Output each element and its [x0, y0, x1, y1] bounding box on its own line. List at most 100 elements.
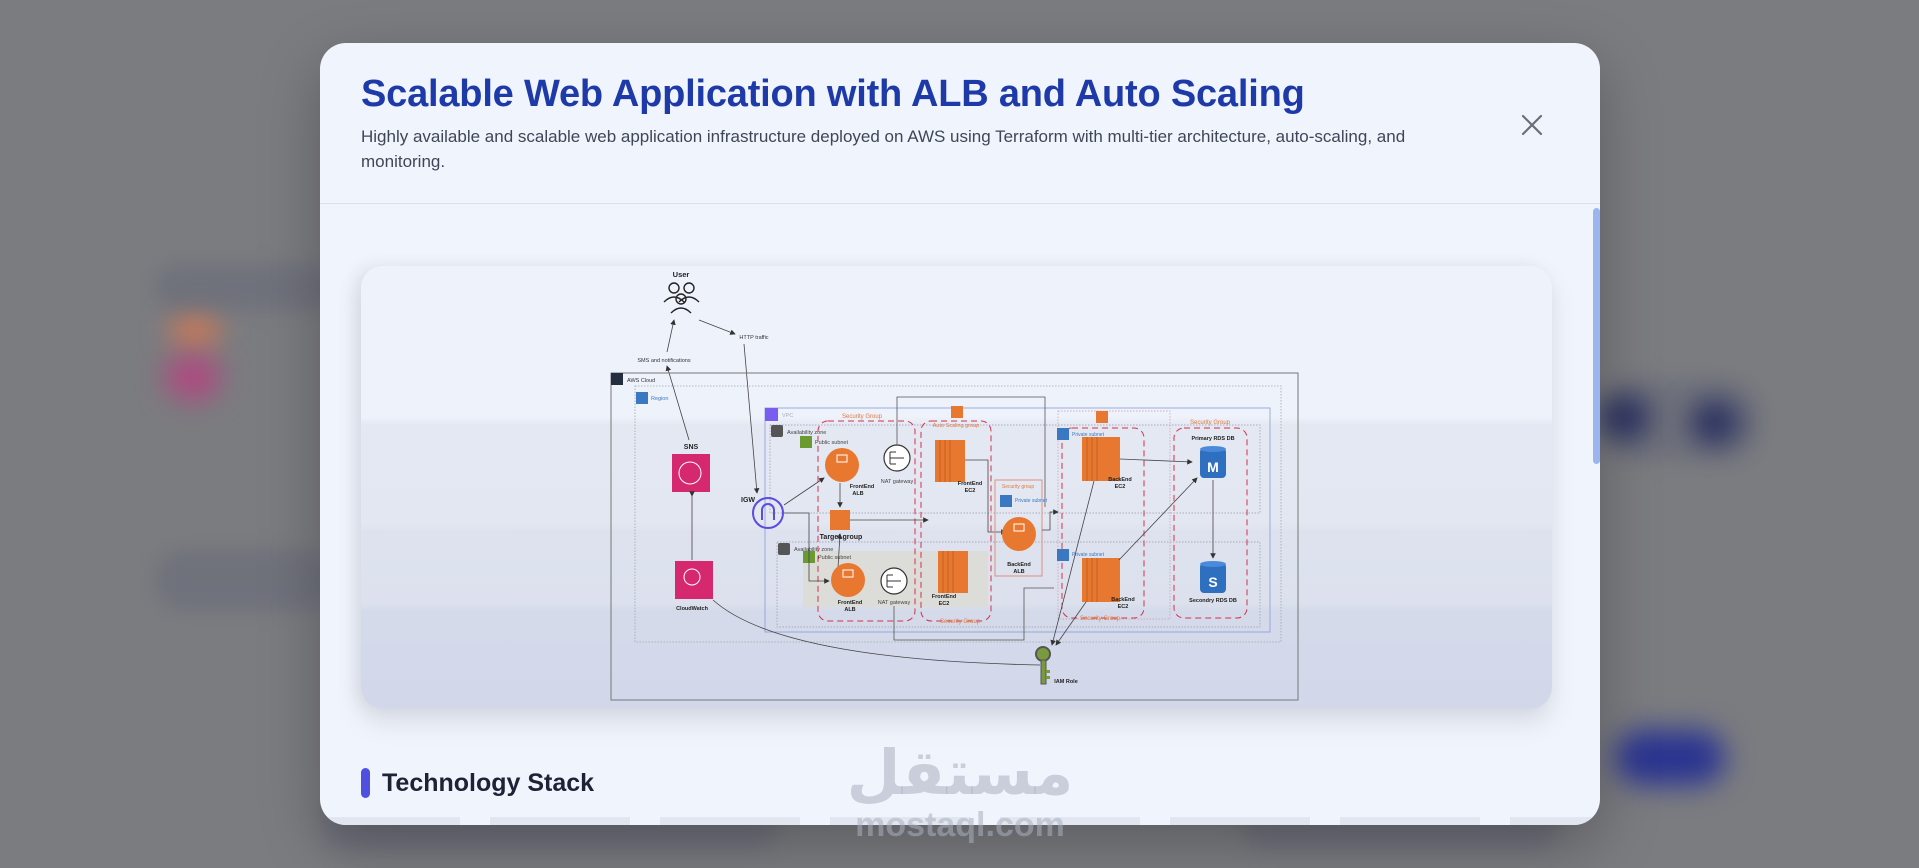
backend-ec2-2-sublabel: EC2: [1118, 604, 1129, 610]
project-modal: Scalable Web Application with ALB and Au…: [320, 43, 1600, 825]
http-traffic-label: HTTP traffic: [739, 335, 768, 341]
connector: [783, 477, 825, 506]
region-label: Region: [651, 396, 668, 402]
public-subnet-icon: [800, 436, 812, 448]
security-group-label: Security Group: [1080, 616, 1121, 622]
connector: [712, 599, 1041, 666]
availability-zone-2-label: Availability zone: [794, 547, 833, 553]
connector: [893, 587, 1054, 641]
modal-header: Scalable Web Application with ALB and Au…: [320, 43, 1600, 204]
frontend-ec2-2-icon: [938, 551, 968, 593]
scrollbar-thumb[interactable]: [1593, 208, 1600, 464]
primary-rds-icon: [1200, 446, 1226, 478]
connector: [743, 343, 760, 494]
secondary-rds-letter: S: [1208, 574, 1217, 590]
frontend-alb-2-label: FrontEnd: [838, 600, 862, 606]
availability-zone-icon: [771, 425, 783, 437]
frontend-ec2-1-sublabel: EC2: [965, 488, 976, 494]
frontend-ec2-1-label: FrontEnd: [958, 481, 982, 487]
modal-title: Scalable Web Application with ALB and Au…: [361, 73, 1305, 115]
sns-label: SNS: [684, 444, 699, 451]
cloudwatch-icon: [675, 561, 713, 599]
frontend-alb-2-icon: [831, 563, 865, 597]
connector: [965, 459, 1007, 535]
secondary-rds-icon: [1200, 561, 1226, 593]
connector: [666, 319, 676, 353]
modal-body[interactable]: User HTTP traffic SMS and notifications: [320, 204, 1600, 825]
vpc-boundary: [764, 407, 1271, 633]
primary-rds-label: Primary RDS DB: [1191, 436, 1234, 442]
auto-scaling-group-backend: [1057, 410, 1171, 620]
connector: [1042, 509, 1059, 531]
security-group-label: Security Group: [842, 414, 883, 420]
frontend-alb-2-sublabel: ALB: [844, 607, 855, 613]
architecture-diagram: User HTTP traffic SMS and notifications: [610, 270, 1299, 701]
nat-gateway-2-label: NAT gateway: [878, 600, 911, 606]
technology-stack-title: Technology Stack: [382, 768, 595, 797]
region-icon: [636, 392, 648, 404]
private-subnet-icon: [1057, 428, 1069, 440]
backend-ec2-1-label: BackEnd: [1108, 477, 1132, 483]
architecture-diagram-card[interactable]: User HTTP traffic SMS and notifications: [361, 266, 1552, 709]
backend-alb-sublabel: ALB: [1013, 569, 1024, 575]
bg-blur-shape: [1600, 395, 1650, 440]
security-group-lower-label: Security group: [1002, 484, 1034, 490]
connector: [665, 365, 690, 441]
backend-ec2-2-icon: [1082, 558, 1120, 602]
aws-cloud-icon: [611, 373, 623, 385]
public-subnet-1-label: Public subnet: [815, 440, 848, 446]
private-subnet-alb-label: Private subnet: [1015, 498, 1048, 504]
private-subnet-2-label: Private subnet: [1072, 552, 1105, 558]
vpc-label: VPC: [782, 413, 793, 419]
frontend-ec2-2-label: FrontEnd: [932, 594, 956, 600]
availability-zone-1-label: Availability zone: [787, 430, 826, 436]
security-group-label: Security Group: [940, 619, 981, 625]
frontend-ec2-2-sublabel: EC2: [939, 601, 950, 607]
bg-blur-shape: [1690, 400, 1740, 445]
security-group-frontend-alb: [817, 420, 916, 622]
availability-zone-icon: [778, 543, 790, 555]
igw-icon: [752, 497, 784, 529]
cloudwatch-label: CloudWatch: [676, 606, 709, 612]
connector: [1055, 601, 1087, 646]
target-group-label: Target group: [820, 534, 863, 541]
auto-scaling-group-label: Auto Scaling group: [933, 423, 979, 429]
tech-stack-tags-peek: [320, 817, 1600, 825]
connector: [698, 319, 736, 335]
target-group-icon: [830, 510, 850, 530]
connector: [1050, 480, 1095, 646]
backend-alb-label: BackEnd: [1007, 562, 1031, 568]
frontend-ec2-1-icon: [935, 440, 965, 482]
sns-icon: [672, 454, 710, 492]
secondary-rds-label: Secondry RDS DB: [1189, 598, 1237, 604]
aws-cloud-boundary: [610, 372, 1299, 701]
aws-cloud-label: AWS Cloud: [627, 378, 655, 384]
primary-rds-letter: M: [1207, 459, 1219, 475]
users-icon: [663, 282, 700, 314]
connector: [836, 533, 843, 569]
frontend-alb-1-sublabel: ALB: [852, 491, 863, 497]
modal-description: Highly available and scalable web applic…: [361, 127, 1406, 171]
section-accent-bar: [361, 768, 370, 798]
auto-scaling-group-frontend: [920, 420, 992, 622]
auto-scaling-icon: [951, 406, 963, 418]
backend-ec2-1-sublabel: EC2: [1115, 484, 1126, 490]
private-subnet-icon: [1000, 495, 1012, 507]
connector: [784, 512, 830, 584]
backend-alb-icon: [1002, 517, 1036, 551]
private-subnet-1-label: Private subnet: [1072, 432, 1105, 438]
bg-blur-shape: [165, 355, 220, 400]
bg-blur-shape: [1615, 730, 1725, 785]
security-group-label: Security Group: [1190, 420, 1231, 426]
security-group-backend-ec2: [1061, 427, 1145, 619]
security-group-backend-alb: [994, 479, 1043, 577]
private-subnet-icon: [1057, 549, 1069, 561]
close-icon: [1521, 114, 1543, 136]
auto-scaling-icon: [1096, 411, 1108, 423]
bg-blur-shape: [155, 265, 335, 310]
close-button[interactable]: [1515, 108, 1549, 142]
region-boundary: [634, 385, 1282, 643]
security-group-rds: [1173, 427, 1248, 619]
sms-notifications-label: SMS and notifications: [637, 358, 690, 364]
bg-blur-shape: [170, 310, 220, 350]
